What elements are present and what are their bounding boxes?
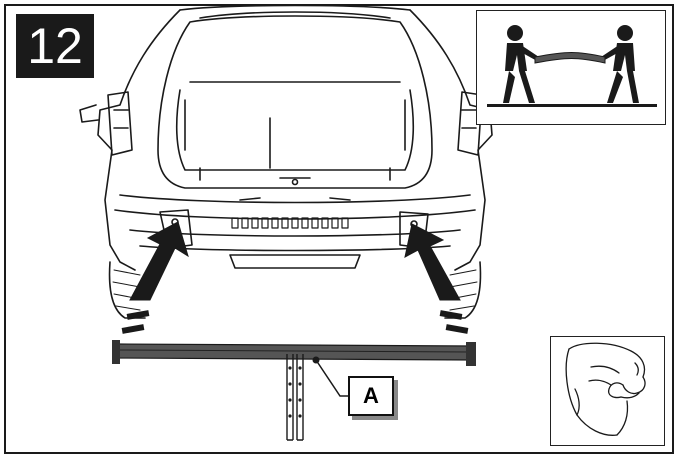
part-a-label: A [348, 376, 394, 416]
illustration-frame [4, 4, 674, 454]
tow-bar [112, 340, 476, 366]
tube-part-a [286, 354, 304, 441]
step-number-badge: 12 [16, 14, 94, 78]
hand-inset [550, 336, 665, 446]
hand-pinch-icon [565, 342, 646, 436]
carrying-inset [476, 10, 666, 125]
two-people-carrying-icon [487, 25, 657, 107]
